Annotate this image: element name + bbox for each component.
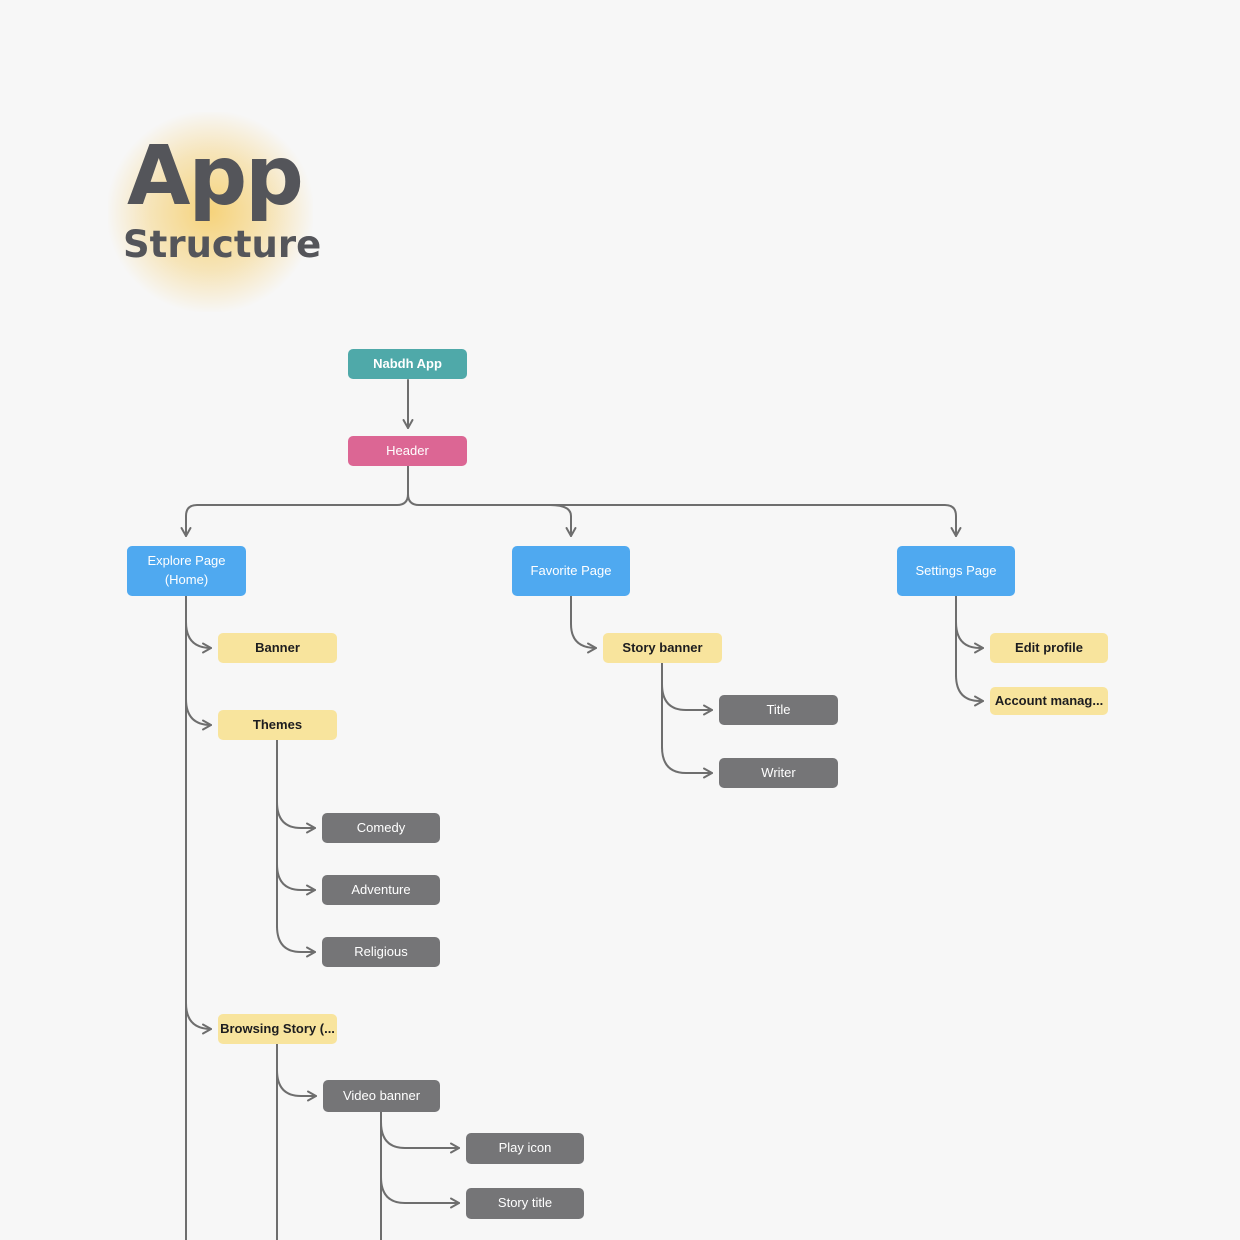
connector-explore-to-browsing [185, 1002, 212, 1035]
node-religious[interactable]: Religious [322, 937, 440, 967]
connector-storybanner-to-writer [661, 746, 713, 779]
connector-header-to-explore [180, 465, 409, 537]
connector-themes-to-adventure [276, 863, 316, 896]
node-header[interactable]: Header [348, 436, 467, 466]
node-banner[interactable]: Banner [218, 633, 337, 663]
node-edit-profile[interactable]: Edit profile [990, 633, 1108, 663]
node-title[interactable]: Title [719, 695, 838, 725]
connector-storybanner-to-title [661, 683, 713, 716]
connector-video-to-storytitle [380, 1176, 460, 1209]
node-adventure[interactable]: Adventure [322, 875, 440, 905]
node-writer[interactable]: Writer [719, 758, 838, 788]
connector-video-to-playicon [380, 1121, 460, 1154]
node-settings-page[interactable]: Settings Page [897, 546, 1015, 596]
node-themes[interactable]: Themes [218, 710, 337, 740]
node-account-management[interactable]: Account manag... [990, 687, 1108, 715]
connector-favorite-to-storybanner [570, 595, 597, 654]
node-play-icon[interactable]: Play icon [466, 1133, 584, 1164]
diagram-title-line1: App [127, 129, 304, 224]
connector-explore-to-themes [185, 698, 212, 731]
node-comedy[interactable]: Comedy [322, 813, 440, 843]
connector-explore-to-banner [185, 621, 212, 654]
node-favorite-page[interactable]: Favorite Page [512, 546, 630, 596]
connector-settings-to-account [955, 674, 984, 707]
title-glow [108, 112, 313, 312]
connector-themes-to-religious [276, 925, 316, 958]
connector-header-to-settings [407, 465, 962, 537]
node-story-banner[interactable]: Story banner [603, 633, 722, 663]
connector-settings-to-editprofile [955, 621, 984, 654]
connector-themes-to-comedy [276, 801, 316, 834]
node-nabdh-app[interactable]: Nabdh App [348, 349, 467, 379]
diagram-title-line2: Structure [123, 223, 322, 266]
connector-header-to-favorite [549, 504, 577, 537]
connector-browsing-to-videobanner [276, 1069, 317, 1102]
node-video-banner[interactable]: Video banner [323, 1080, 440, 1112]
node-story-title[interactable]: Story title [466, 1188, 584, 1219]
node-browsing-story[interactable]: Browsing Story (... [218, 1014, 337, 1044]
node-explore-page[interactable]: Explore Page (Home) [127, 546, 246, 596]
